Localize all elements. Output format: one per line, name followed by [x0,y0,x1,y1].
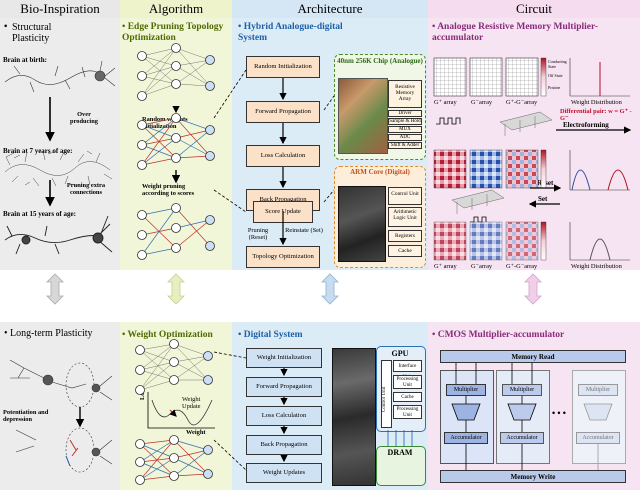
weight-prune-label: Weight pruning according to scores [142,183,195,197]
gplus-array2-label: G⁺ array [434,263,457,270]
header-circuit: Circuit [428,0,640,18]
reinstate-set-label: Reinstate (Set) [285,227,323,234]
gpu-title: GPU [391,349,409,358]
gpu-board-photo [332,348,376,486]
header-bio: Bio-Inspiration [0,0,120,18]
arm-registers: Registers [388,230,422,242]
flow-score-update: Score Update [253,201,313,223]
multiplier-3: Multiplier [578,384,618,396]
cbar-conducting: Conducting State [548,59,567,69]
gminus-array2-label: G⁻array [471,263,493,270]
row-link-arrows [46,273,542,305]
bio-top-title: Structural Plasticity [12,22,52,44]
weight-axis-label: Weight [186,429,206,436]
dflow-weight-init: Weight Initialization [246,348,322,368]
adder-1: Adder [458,409,474,415]
algo-bottom-title-text: Weight Optimization [127,330,213,340]
flow-random-init: Random Initialization [246,56,320,78]
multiplier-1: Multiplier [446,384,486,396]
circuit-bottom-title-text: CMOS Multiplier-accumulator [437,330,565,340]
arch-bottom-title: • Digital System [238,330,303,340]
gdiff-array-label: G⁺-G⁻array [506,99,538,106]
weight-dist2-label: Weight Distribution [571,263,622,270]
bio-top-bullet: • [4,22,8,32]
chip-block-mux: MUX [388,126,422,133]
memory-read-bar: Memory Read [440,350,626,363]
brain-age7-label: Brain at 7 years of age: [3,147,73,155]
arm-title: ARM Core (Digital) [350,168,410,176]
pruning-extra-label: Pruning extra connections [66,182,106,196]
cbar-pristine: Pristine [548,85,561,90]
loss-axis-label: Loss [139,387,146,400]
adder-2: Adder [514,409,530,415]
gpu-interface-unit: Interface Unit [393,360,422,380]
arm-cache: Cache [388,245,422,257]
dflow-forward: Forward Propagation [246,377,322,397]
arch-top-title: • Hybrid Analogue-digital System [238,22,343,43]
dram-box [376,446,426,486]
flow-loss: Loss Calculation [246,145,320,167]
flow-topology: Topology Optimization [246,246,320,268]
chip-block-rram: Resistive Memory Array [388,80,422,108]
gdiff-array2-label: G⁺-G⁻array [506,263,538,270]
chip-block-shift: Shift & Adder [388,142,422,149]
analogue-chip-photo [338,78,388,154]
algo-top-panel [120,18,232,270]
arm-control-unit: Control Unit [388,187,422,205]
reset-label: Reset [537,179,554,187]
weight-update-label: Weight Update [182,396,201,410]
dram-title: DRAM [387,448,413,457]
arm-board-photo [338,186,386,262]
header-architecture: Architecture [232,0,428,18]
circuit-bottom-title: • CMOS Multiplier-accumulator [432,330,565,340]
diff-pair-label: Differential pair: w = G⁺ - G⁻ [560,108,632,122]
circuit-top-title-text: Analogue Resistive Memory Multiplier-acc… [432,22,599,43]
brain-birth-label: Brain at birth: [3,56,47,64]
electroforming-label: Electroforming [563,121,609,129]
algo-top-title-text: Edge Pruning Topology Optimization [122,22,224,43]
accumulator-1: Accumulator [444,432,488,444]
potentiation-label: Potentiation and depression [3,409,49,423]
dflow-back: Back Propagation [246,435,322,455]
chip-block-adc: ADC [388,134,422,141]
algo-bottom-panel [120,322,232,490]
control-unit-box [381,360,392,428]
algo-bottom-title: • Weight Optimization [122,330,213,340]
over-producing-label: Over producing [70,111,98,125]
gminus-array-label: G⁻array [471,99,493,106]
weight-dist-label: Weight Distribution [571,99,622,106]
algo-top-title: • Edge Pruning Topology Optimization [122,22,224,43]
chip-block-driver: Driver [388,110,422,117]
chip-title: 40nm 256K Chip (Analogue) [337,57,423,65]
gpu-processing-unit-2: Processing Unit [393,405,422,419]
control-unit-label: Control Unit [382,386,387,412]
gplus-array-label: G⁺ array [434,99,457,106]
gpu-cache: Cache [393,392,422,402]
adder-3: Adder [590,409,606,415]
more-units-dots: • • • [552,408,566,418]
arch-bottom-title-text: Digital System [243,330,303,340]
circuit-top-title: • Analogue Resistive Memory Multiplier-a… [432,22,599,43]
dflow-weight-updates: Weight Updates [246,463,322,483]
arm-alu: Arithmetic Logic Unit [388,207,422,227]
flow-forward: Forward Propagation [246,101,320,123]
random-init-label: Random weights initialization [142,116,188,130]
bio-bottom-title-text: Long-term Plasticity [10,328,93,339]
bio-bottom-panel [0,322,120,490]
accumulator-3: Accumulator [576,432,620,444]
gpu-processing-unit-1: Processing Unit [393,375,422,389]
chip-block-sample: Sample & Hold [388,118,422,125]
pruning-reset-label: Pruning (Reset) [247,227,269,241]
dflow-loss: Loss Calculation [246,406,322,426]
header-algorithm: Algorithm [120,0,232,18]
accumulator-2: Accumulator [500,432,544,444]
brain-age15-label: Brain at 15 years of age: [3,210,76,218]
bio-bottom-title: • Long-term Plasticity [4,328,93,339]
memory-write-bar: Memory Write [440,470,626,483]
circuit-top-panel [428,18,640,270]
cbar-off: Off State [548,73,563,78]
arch-top-title-text: Hybrid Analogue-digital System [238,22,343,43]
set-label: Set [538,195,548,203]
multiplier-2: Multiplier [502,384,542,396]
